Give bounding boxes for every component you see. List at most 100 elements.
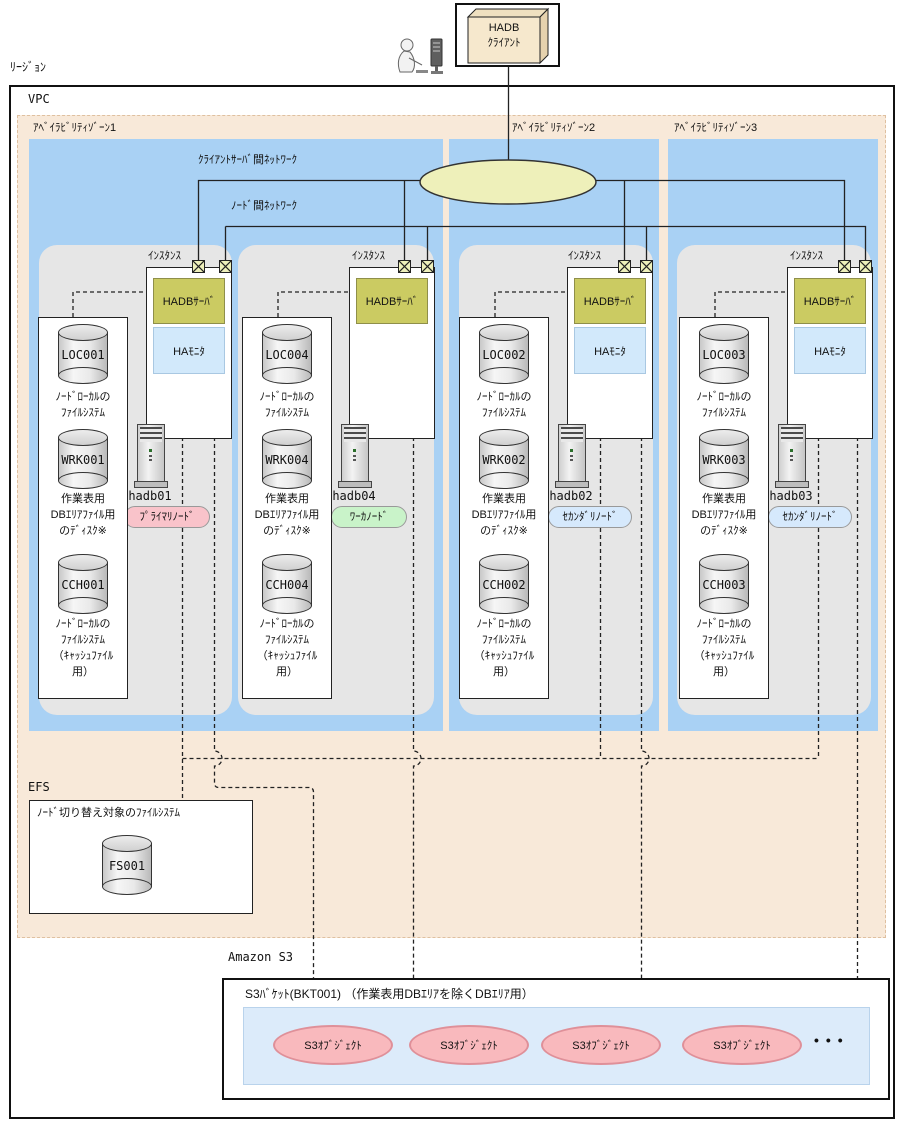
s3-bucket-label: S3ﾊﾞｹｯﾄ(BKT001) （作業表用DBｴﾘｱを除くDBｴﾘｱ用） [245,987,534,1001]
instance-label: ｲﾝｽﾀﾝｽ [568,250,601,262]
role-badge-secondary: ｾｶﾝﾀﾞﾘﾉｰﾄﾞ [768,506,852,528]
hadb-server-box: HADBｻｰﾊﾞ [574,278,646,324]
vpc-label: VPC [28,92,50,106]
instance-label: ｲﾝｽﾀﾝｽ [790,250,823,262]
s3-object: S3ｵﾌﾞｼﾞｪｸﾄ [273,1025,393,1065]
db-cylinder-icon: LOC001 [58,324,108,384]
server-tower-icon [555,424,589,488]
db-cylinder-icon: LOC002 [479,324,529,384]
disk-box-hadb01: LOC001 ﾉｰﾄﾞﾛｰｶﾙの ﾌｧｲﾙｼｽﾃﾑ WRK001 作業表用 DB… [38,317,128,699]
instance-box-hadb01: HADBｻｰﾊﾞ HAﾓﾆﾀ [146,267,232,439]
volume-label: LOC004 [265,348,309,363]
host-label: hadb04 [332,489,376,503]
volume-label: WRK001 [61,453,105,468]
s3-box: S3ﾊﾞｹｯﾄ(BKT001) （作業表用DBｴﾘｱを除くDBｴﾘｱ用） S3ｵ… [222,978,890,1100]
zone-1-label: ｱﾍﾞｲﾗﾋﾞﾘﾃｨｿﾞｰﾝ1 [33,122,117,134]
volume-label: LOC002 [482,348,526,363]
instance-box-hadb04: HADBｻｰﾊﾞ [349,267,435,439]
ha-monitor-box: HAﾓﾆﾀ [153,327,225,374]
nic-icon [219,260,232,273]
db-cylinder-icon: WRK004 [262,429,312,489]
volume-label: FS001 [108,859,146,874]
user-icon [397,38,443,74]
disk-caption: ﾉｰﾄﾞﾛｰｶﾙの ﾌｧｲﾙｼｽﾃﾑ [696,391,752,419]
s3-object: S3ｵﾌﾞｼﾞｪｸﾄ [409,1025,529,1065]
ha-monitor-box: HAﾓﾆﾀ [574,327,646,374]
zone-3-label: ｱﾍﾞｲﾗﾋﾞﾘﾃｨｿﾞｰﾝ3 [674,122,758,134]
host-label: hadb02 [549,489,593,503]
db-cylinder-icon: WRK003 [699,429,749,489]
s3-bucket-area: S3ｵﾌﾞｼﾞｪｸﾄ S3ｵﾌﾞｼﾞｪｸﾄ S3ｵﾌﾞｼﾞｪｸﾄ S3ｵﾌﾞｼﾞ… [243,1007,870,1085]
node-network-label: ﾉｰﾄﾞ間ﾈｯﾄﾜｰｸ [231,200,297,212]
db-cylinder-icon: LOC003 [699,324,749,384]
zone-2-label: ｱﾍﾞｲﾗﾋﾞﾘﾃｨｿﾞｰﾝ2 [512,122,596,134]
tower-led [790,449,793,463]
disk-caption: ﾉｰﾄﾞﾛｰｶﾙの ﾌｧｲﾙｼｽﾃﾑ [259,391,315,419]
s3-label: Amazon S3 [228,950,294,964]
volume-label: WRK003 [702,453,746,468]
ha-monitor-box: HAﾓﾆﾀ [794,327,866,374]
host-label: hadb01 [128,489,172,503]
volume-label: LOC001 [61,348,105,363]
region-box [9,85,895,1119]
instance-label: ｲﾝｽﾀﾝｽ [148,250,181,262]
host-label: hadb03 [769,489,813,503]
disk-caption: ﾉｰﾄﾞﾛｰｶﾙの ﾌｧｲﾙｼｽﾃﾑ （ｷｬｯｼｭﾌｧｲﾙ 用） [52,618,114,678]
disk-box-hadb03: LOC003 ﾉｰﾄﾞﾛｰｶﾙの ﾌｧｲﾙｼｽﾃﾑ WRK003 作業表用 DB… [679,317,769,699]
efs-caption: ﾉｰﾄﾞ切り替え対象のﾌｧｲﾙｼｽﾃﾑ [37,807,180,819]
s3-object: S3ｵﾌﾞｼﾞｪｸﾄ [682,1025,802,1065]
disk-box-hadb02: LOC002 ﾉｰﾄﾞﾛｰｶﾙの ﾌｧｲﾙｼｽﾃﾑ WRK002 作業表用 DB… [459,317,549,699]
s3-object: S3ｵﾌﾞｼﾞｪｸﾄ [541,1025,661,1065]
disk-caption: ﾉｰﾄﾞﾛｰｶﾙの ﾌｧｲﾙｼｽﾃﾑ [55,391,111,419]
nic-icon [192,260,205,273]
nic-icon [618,260,631,273]
nic-icon [640,260,653,273]
db-cylinder-icon: LOC004 [262,324,312,384]
instance-label: ｲﾝｽﾀﾝｽ [352,250,385,262]
nic-icon [859,260,872,273]
hadb-server-box: HADBｻｰﾊﾞ [356,278,428,324]
disk-caption: 作業表用 DBｴﾘｱﾌｧｲﾙ用 のﾃﾞｨｽｸ※ [50,493,116,537]
db-cylinder-icon: CCH004 [262,554,312,614]
fs-cylinder-icon: FS001 [102,835,152,895]
instance-box-hadb03: HADBｻｰﾊﾞ HAﾓﾆﾀ [787,267,873,439]
role-badge-worker: ﾜｰｶﾉｰﾄﾞ [331,506,407,528]
region-label: ﾘｰｼﾞｮﾝ [10,60,47,74]
server-tower-icon [775,424,809,488]
role-badge-secondary: ｾｶﾝﾀﾞﾘﾉｰﾄﾞ [548,506,632,528]
server-tower-icon [338,424,372,488]
hadb-server-box: HADBｻｰﾊﾞ [153,278,225,324]
tower-led [149,449,152,463]
disk-caption: ﾉｰﾄﾞﾛｰｶﾙの ﾌｧｲﾙｼｽﾃﾑ （ｷｬｯｼｭﾌｧｲﾙ 用） [256,618,318,678]
ellipsis-dots: ••• [814,1032,850,1048]
disk-box-hadb04: LOC004 ﾉｰﾄﾞﾛｰｶﾙの ﾌｧｲﾙｼｽﾃﾑ WRK004 作業表用 DB… [242,317,332,699]
hadb-client-label: HADB ｸﾗｲｱﾝﾄ [487,22,521,49]
nic-icon [398,260,411,273]
disk-caption: 作業表用 DBｴﾘｱﾌｧｲﾙ用 のﾃﾞｨｽｸ※ [691,493,757,537]
disk-caption: 作業表用 DBｴﾘｱﾌｧｲﾙ用 のﾃﾞｨｽｸ※ [471,493,537,537]
db-cylinder-icon: CCH002 [479,554,529,614]
volume-label: LOC003 [702,348,746,363]
instance-box-hadb02: HADBｻｰﾊﾞ HAﾓﾆﾀ [567,267,653,439]
disk-caption: ﾉｰﾄﾞﾛｰｶﾙの ﾌｧｲﾙｼｽﾃﾑ [476,391,532,419]
efs-label: EFS [28,780,50,794]
tower-led [353,449,356,463]
volume-label: CCH003 [702,578,746,593]
volume-label: CCH001 [61,578,105,593]
nic-icon [421,260,434,273]
hadb-client-box: HADB ｸﾗｲｱﾝﾄ [455,3,560,67]
volume-label: WRK004 [265,453,309,468]
efs-box: ﾉｰﾄﾞ切り替え対象のﾌｧｲﾙｼｽﾃﾑ FS001 [29,800,253,914]
hadb-server-box: HADBｻｰﾊﾞ [794,278,866,324]
volume-label: WRK002 [482,453,526,468]
disk-caption: ﾉｰﾄﾞﾛｰｶﾙの ﾌｧｲﾙｼｽﾃﾑ （ｷｬｯｼｭﾌｧｲﾙ 用） [473,618,535,678]
volume-label: CCH004 [265,578,309,593]
db-cylinder-icon: CCH001 [58,554,108,614]
client-server-network-label: ｸﾗｲｱﾝﾄｻｰﾊﾞ間ﾈｯﾄﾜｰｸ [198,154,297,166]
tower-led [570,449,573,463]
db-cylinder-icon: WRK002 [479,429,529,489]
volume-label: CCH002 [482,578,526,593]
role-badge-primary: ﾌﾟﾗｲﾏﾘﾉｰﾄﾞ [124,506,210,528]
disk-caption: ﾉｰﾄﾞﾛｰｶﾙの ﾌｧｲﾙｼｽﾃﾑ （ｷｬｯｼｭﾌｧｲﾙ 用） [693,618,755,678]
